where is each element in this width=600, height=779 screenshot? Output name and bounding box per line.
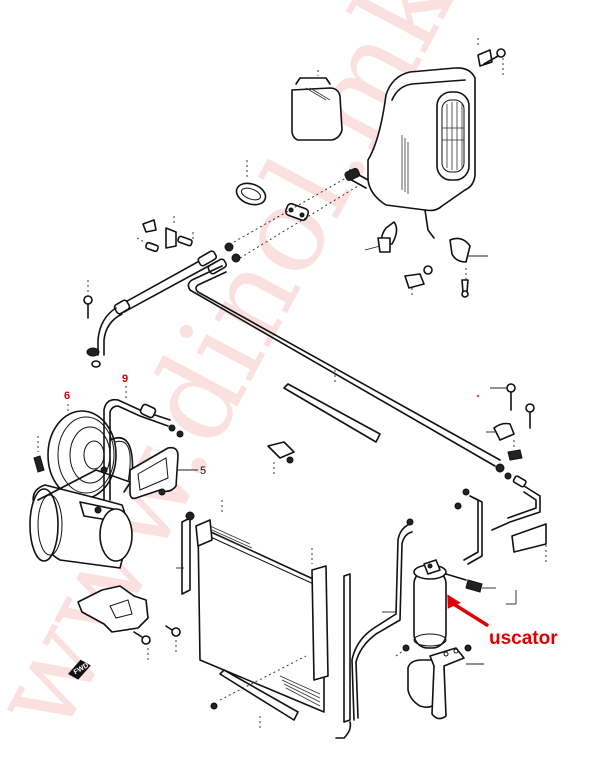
pipe-clamp (284, 202, 310, 222)
part-label-6: 6 (64, 390, 70, 402)
line-bracket (267, 441, 295, 476)
hose-elbow (364, 221, 398, 253)
compressor-mount (77, 585, 181, 660)
refrigerant-lines-right (454, 463, 547, 565)
refrigerant-lines-upper (86, 177, 501, 467)
uscator-callout: uscator (447, 594, 558, 649)
seal-strip-lower (210, 655, 307, 730)
seal-strip-upper (283, 370, 381, 443)
compressor-line (100, 398, 184, 501)
compressor-bracket (129, 446, 198, 500)
evaporator-bracket (477, 38, 506, 78)
compressor (29, 469, 133, 569)
condenser (176, 500, 351, 723)
right-bolt-cluster (477, 383, 535, 461)
bolt-compressor-left (33, 436, 45, 473)
compressor-pulley (47, 410, 117, 500)
receiver-drier (413, 559, 517, 649)
part-number-labels: 6 9 5 (64, 373, 206, 477)
clip-bracket (404, 265, 433, 298)
upper-clamp-cluster (136, 216, 194, 253)
uscator-label: uscator (489, 628, 558, 649)
part-label-9: 9 (122, 373, 128, 385)
evaporator-unit (344, 67, 476, 239)
control-module (291, 70, 343, 141)
receiver-drier-bracket (395, 644, 484, 720)
part-label-5: 5 (200, 465, 206, 477)
bolt-upper-left (83, 280, 93, 319)
grommet (235, 160, 267, 206)
evap-support-bracket (449, 237, 488, 298)
condenser-outlet-line (335, 518, 414, 739)
